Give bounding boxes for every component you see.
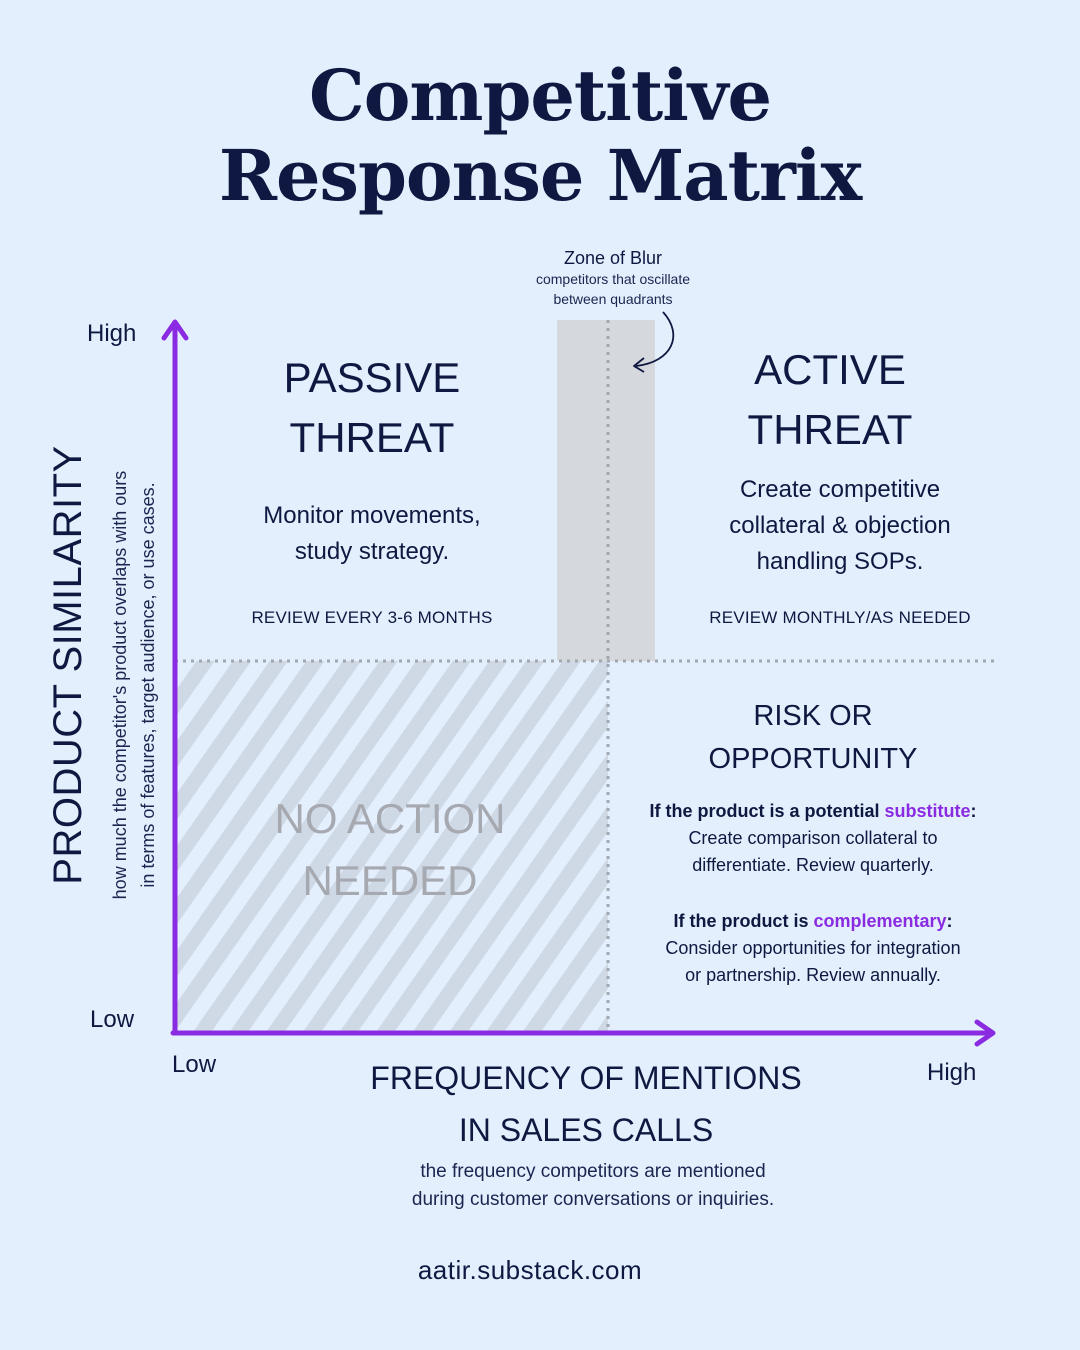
- x-axis-low-label: Low: [172, 1051, 217, 1078]
- zone-of-blur-subtitle-1: competitors that oscillate: [535, 271, 691, 287]
- passive-title-2: THREAT: [289, 414, 455, 461]
- active-title-1: ACTIVE: [754, 346, 906, 393]
- zone-callout-arrow-icon: [635, 311, 675, 367]
- footer-url: aatir.substack.com: [417, 1255, 643, 1285]
- no-action-label: NO ACTION NEEDED: [220, 788, 560, 912]
- risk-substitute-line-1: Create comparison collateral to: [688, 828, 938, 848]
- zone-callout-arrowhead-icon: [633, 357, 645, 373]
- active-threat-body: Create competitive collateral & objectio…: [680, 472, 1000, 580]
- x-axis-label-1: FREQUENCY OF MENTIONS: [370, 1060, 802, 1096]
- no-action-title-1: NO ACTION: [274, 795, 506, 842]
- x-axis-high-label: High: [927, 1059, 977, 1086]
- title-line-1: Competitive: [308, 54, 772, 137]
- passive-title-1: PASSIVE: [283, 354, 461, 401]
- y-axis-arrow-icon: [161, 319, 189, 341]
- risk-substitute-line-2: differentiate. Review quarterly.: [692, 855, 934, 875]
- risk-complementary-line-2: or partnership. Review annually.: [685, 965, 941, 985]
- risk-substitute-prefix: If the product is a potential: [649, 801, 885, 821]
- y-axis-description-group: how much the competitor's product overla…: [106, 430, 162, 940]
- active-body-2: collateral & objection: [729, 512, 951, 539]
- no-action-title-2: NEEDED: [302, 857, 478, 904]
- active-title-2: THREAT: [747, 406, 913, 453]
- risk-complementary-colon: :: [946, 911, 953, 931]
- risk-complementary-heading: If the product is complementary:: [622, 908, 1004, 935]
- y-axis-label: PRODUCT SIMILARITY: [46, 445, 90, 885]
- zone-of-blur-band: [557, 320, 655, 661]
- y-axis-description-1: how much the competitor's product overla…: [110, 470, 130, 900]
- x-axis-label: FREQUENCY OF MENTIONS IN SALES CALLS: [330, 1052, 842, 1156]
- x-axis-description-2: during customer conversations or inquiri…: [411, 1189, 775, 1210]
- risk-complementary-prefix: If the product is: [673, 911, 814, 931]
- risk-substitute-block: If the product is a potential substitute…: [622, 798, 1004, 879]
- risk-substitute-colon: :: [970, 801, 977, 821]
- y-axis-high-label: High: [87, 320, 137, 347]
- risk-complementary-line-1: Consider opportunities for integration: [665, 938, 961, 958]
- no-action-quadrant: [175, 661, 608, 1031]
- y-axis-description-2: in terms of features, target audience, o…: [138, 482, 158, 888]
- zone-of-blur-subtitle-2: between quadrants: [553, 291, 673, 307]
- active-review-cadence: REVIEW MONTHLY/AS NEEDED: [709, 608, 971, 627]
- risk-title-2: OPPORTUNITY: [708, 743, 918, 775]
- x-axis-label-2: IN SALES CALLS: [458, 1112, 714, 1148]
- risk-title-1: RISK OR: [753, 700, 873, 732]
- zone-of-blur-label: Zone of Blur competitors that oscillate …: [493, 248, 733, 309]
- x-axis-description-1: the frequency competitors are mentioned: [420, 1161, 766, 1182]
- passive-threat-quadrant: PASSIVE THREAT: [222, 348, 522, 468]
- passive-review-cadence: REVIEW EVERY 3-6 MONTHS: [251, 608, 493, 627]
- title-line-2: Response Matrix: [218, 134, 862, 217]
- active-body-3: handling SOPs.: [756, 548, 924, 575]
- complementary-keyword: complementary: [813, 911, 947, 931]
- page-title: Competitive Response Matrix: [0, 56, 1080, 216]
- risk-opportunity-quadrant: RISK OR OPPORTUNITY: [632, 695, 994, 781]
- active-threat-quadrant: ACTIVE THREAT: [680, 340, 980, 460]
- y-axis-low-label: Low: [90, 1006, 135, 1033]
- passive-body-2: study strategy.: [294, 538, 450, 565]
- risk-substitute-heading: If the product is a potential substitute…: [622, 798, 1004, 825]
- y-axis-label-group: PRODUCT SIMILARITY: [44, 425, 92, 905]
- risk-complementary-block: If the product is complementary: Conside…: [622, 908, 1004, 989]
- x-axis-arrow-icon: [974, 1019, 996, 1047]
- active-body-1: Create competitive: [739, 476, 941, 503]
- x-axis-description: the frequency competitors are mentioned …: [330, 1158, 856, 1214]
- passive-body-1: Monitor movements,: [263, 502, 481, 529]
- passive-threat-body: Monitor movements, study strategy.: [222, 498, 522, 570]
- substitute-keyword: substitute: [884, 801, 971, 821]
- zone-of-blur-title: Zone of Blur: [563, 248, 663, 268]
